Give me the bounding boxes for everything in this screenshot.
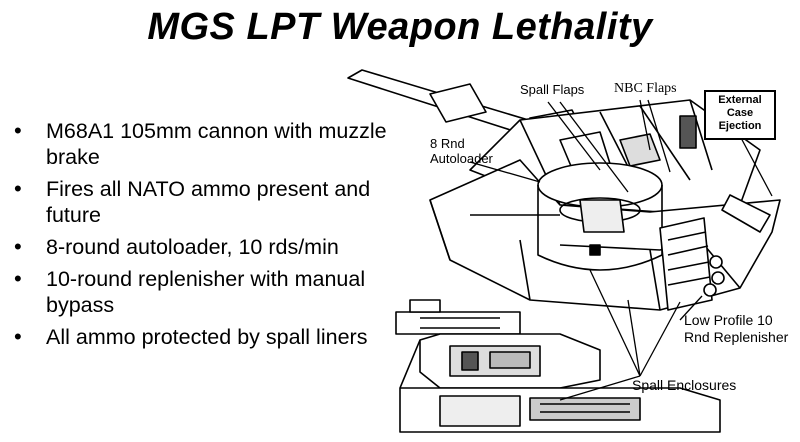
turret-basket xyxy=(537,162,663,271)
leader-lines xyxy=(469,99,773,401)
bullet-item: Fires all NATO ammo present and future xyxy=(14,176,414,228)
bullet-item: 8-round autoloader, 10 rds/min xyxy=(14,234,414,260)
label-replenisher: Low Profile 10 Rnd Replenisher xyxy=(684,312,789,345)
label-autoloader: 8 Rnd Autoloader xyxy=(430,136,493,166)
label-spall-enclosures: Spall Enclosures xyxy=(632,377,737,393)
slide-title: MGS LPT Weapon Lethality xyxy=(147,6,653,48)
label-nbc-flaps: NBC Flaps xyxy=(614,81,677,96)
bullet-item: 10-round replenisher with manual bypass xyxy=(14,266,414,318)
side-view-vehicle xyxy=(395,299,721,433)
label-external-case-ejection: External Case Ejection xyxy=(704,90,776,140)
label-spall-flaps: Spall Flaps xyxy=(520,82,585,97)
bullet-item: M68A1 105mm cannon with muzzle brake xyxy=(14,118,414,170)
ejected-case xyxy=(721,194,771,233)
bullet-list: M68A1 105mm cannon with muzzle brake Fir… xyxy=(14,118,414,356)
bullet-item: All ammo protected by spall liners xyxy=(14,324,414,350)
replenisher-rack xyxy=(659,217,725,311)
